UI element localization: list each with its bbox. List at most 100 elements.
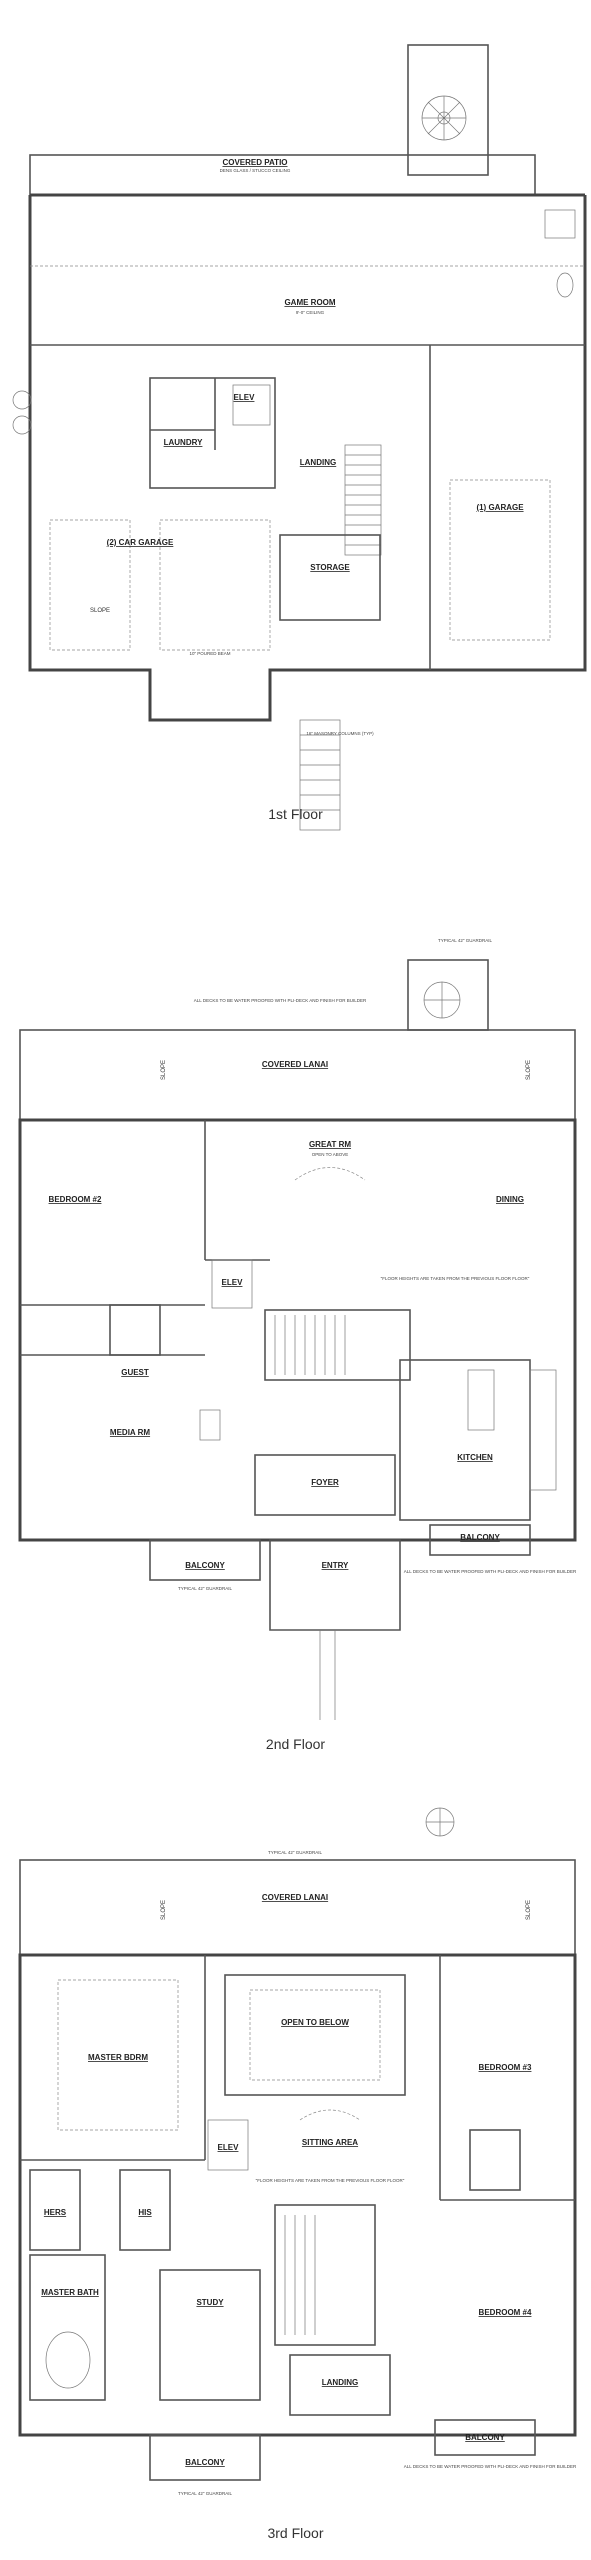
guest-bath — [109, 1304, 161, 1356]
room-landing-1st: LANDING — [300, 458, 336, 467]
toilet-1st — [556, 272, 574, 298]
note-guardrail-3rd-top: TYPICAL 42" GUARDRAIL — [268, 1850, 322, 1855]
room-study: STUDY — [196, 2298, 224, 2307]
room-bedroom-3: BEDROOM #3 — [479, 2063, 532, 2072]
room-garage-2: (2) CAR GARAGE — [107, 538, 174, 547]
study-walls — [159, 2269, 261, 2401]
room-landing-3rd: LANDING — [322, 2378, 358, 2387]
room-master: MASTER BDRM — [88, 2053, 148, 2062]
core-walls-1st — [149, 377, 276, 489]
covered-lanai-2nd — [19, 1029, 576, 1121]
slope-2nd-2: SLOPE — [526, 1060, 532, 1080]
sitting-arc — [299, 2109, 361, 2121]
room-balcony-front-3rd: BALCONY — [185, 2458, 225, 2467]
room-elev-3rd: ELEV — [218, 2143, 240, 2152]
floor-title-2nd: 2nd Floor — [265, 1736, 326, 1752]
slope-note-1: SLOPE — [90, 608, 110, 614]
stair-3rd — [274, 2204, 376, 2346]
stair-2nd — [264, 1309, 411, 1381]
room-balcony-front-2nd: BALCONY — [185, 1561, 225, 1570]
room-lanai-2nd: COVERED LANAI — [262, 1060, 328, 1069]
floor-plan-2nd-drawing: TYPICAL 42" GUARDRAIL ALL DECKS TO BE WA… — [18, 938, 577, 1720]
room-balcony-side-3rd: BALCONY — [465, 2433, 505, 2442]
kitchen-island — [467, 1369, 495, 1431]
note-decks-2nd-side: ALL DECKS TO BE WATER PROOFED WITH PLI-D… — [404, 1569, 577, 1574]
floor-plan-3rd: TYPICAL 42" GUARDRAIL COVERED LANAI MAST… — [0, 1800, 591, 2540]
exterior-walls-3rd — [18, 1953, 577, 2437]
balcony-side-3rd — [434, 2419, 536, 2456]
room-guest: GUEST — [121, 1368, 149, 1377]
master-tub — [45, 2331, 91, 2389]
balcony-side-2nd — [429, 1524, 531, 1556]
covered-lanai-3rd — [19, 1859, 576, 1956]
note-game-ceiling: 9'-0" CEILING — [296, 310, 325, 315]
ac-unit-1 — [12, 390, 32, 410]
floor-title-3rd: 3rd Floor — [267, 2525, 324, 2541]
kitchen-walls — [399, 1359, 531, 1521]
master-bed-outline — [57, 1979, 179, 2131]
rail-arc — [294, 1167, 366, 1181]
room-covered-patio: COVERED PATIO — [222, 158, 287, 167]
floor-title-1st: 1st Floor — [268, 806, 323, 822]
spiral-stair-platform — [407, 44, 489, 176]
car-dashed-1 — [49, 519, 131, 651]
foyer-walls — [254, 1454, 396, 1516]
note-floor-heights-2nd: "FLOOR HEIGHTS ARE TAKEN FROM THE PREVIO… — [381, 1276, 530, 1281]
room-foyer: FOYER — [311, 1478, 339, 1487]
room-elev-2nd: ELEV — [222, 1278, 244, 1287]
elevator-shaft-3rd — [207, 2119, 249, 2171]
his-closet — [119, 2169, 171, 2251]
ac-unit-2 — [12, 415, 32, 435]
floor-plan-3rd-drawing: TYPICAL 42" GUARDRAIL COVERED LANAI MAST… — [18, 1807, 577, 2496]
floor-plan-1st: COVERED PATIO DENS GLASS / STUCCO CEILIN… — [0, 0, 591, 840]
note-columns: 16" MASONRY COLUMNS (TYP) — [306, 731, 374, 736]
stair-1st — [344, 444, 382, 556]
slope-2nd-1: SLOPE — [161, 1060, 167, 1080]
room-master-bath: MASTER BATH — [41, 2288, 99, 2297]
note-open-above: OPEN TO ABOVE — [312, 1152, 349, 1157]
car-dashed-2 — [159, 519, 271, 651]
balcony-front-3rd — [149, 2434, 261, 2481]
room-open-below: OPEN TO BELOW — [281, 2018, 349, 2027]
room-elev-1st: ELEV — [234, 393, 256, 402]
note-guardrail-2nd-top: TYPICAL 42" GUARDRAIL — [438, 938, 492, 943]
note-decks-2nd: ALL DECKS TO BE WATER PROOFED WITH PLI-D… — [194, 998, 367, 1003]
landing-walls-3rd — [289, 2354, 391, 2416]
storage-walls — [279, 534, 381, 621]
slope-3rd-2: SLOPE — [526, 1900, 532, 1920]
room-bedroom-4: BEDROOM #4 — [479, 2308, 532, 2317]
entry-walls-2nd — [269, 1539, 401, 1631]
note-guardrail-2nd: TYPICAL 42" GUARDRAIL — [178, 1586, 232, 1591]
room-entry: ENTRY — [322, 1561, 349, 1570]
floor-plan-1st-drawing: COVERED PATIO DENS GLASS / STUCCO CEILIN… — [12, 44, 587, 831]
room-game: GAME ROOM — [284, 298, 335, 307]
master-bath-walls — [29, 2254, 106, 2401]
room-media: MEDIA RM — [110, 1428, 150, 1437]
room-laundry: LAUNDRY — [164, 438, 203, 447]
room-sitting: SITTING AREA — [302, 2138, 358, 2147]
room-dining: DINING — [496, 1195, 524, 1204]
note-beam: 10" POURED BEAM — [189, 651, 230, 656]
room-bedroom-2: BEDROOM #2 — [49, 1195, 102, 1204]
elevator-shaft-2nd — [211, 1259, 253, 1309]
kitchen-counter — [529, 1369, 557, 1491]
bed3-bath — [469, 2129, 521, 2191]
elevator-shaft-1st — [232, 384, 271, 426]
floor-plan-2nd: TYPICAL 42" GUARDRAIL ALL DECKS TO BE WA… — [0, 930, 591, 1730]
media-ottoman — [199, 1409, 221, 1441]
room-great: GREAT RM — [309, 1140, 351, 1149]
hers-closet — [29, 2169, 81, 2251]
exterior-walls-2nd — [18, 1118, 577, 1542]
note-floor-heights-3rd: "FLOOR HEIGHTS ARE TAKEN FROM THE PREVIO… — [256, 2178, 405, 2183]
open-to-below — [224, 1974, 406, 2096]
note-guardrail-3rd: TYPICAL 42" GUARDRAIL — [178, 2491, 232, 2496]
room-garage-1: (1) GARAGE — [476, 503, 524, 512]
note-patio-ceiling: DENS GLASS / STUCCO CEILING — [220, 168, 291, 173]
balcony-front-2nd — [149, 1539, 261, 1581]
front-stair-1st — [299, 719, 341, 831]
room-his: HIS — [138, 2208, 152, 2217]
slope-3rd-1: SLOPE — [161, 1900, 167, 1920]
room-balcony-side-2nd: BALCONY — [460, 1533, 500, 1542]
room-hers: HERS — [44, 2208, 67, 2217]
car-dashed-3 — [449, 479, 551, 641]
